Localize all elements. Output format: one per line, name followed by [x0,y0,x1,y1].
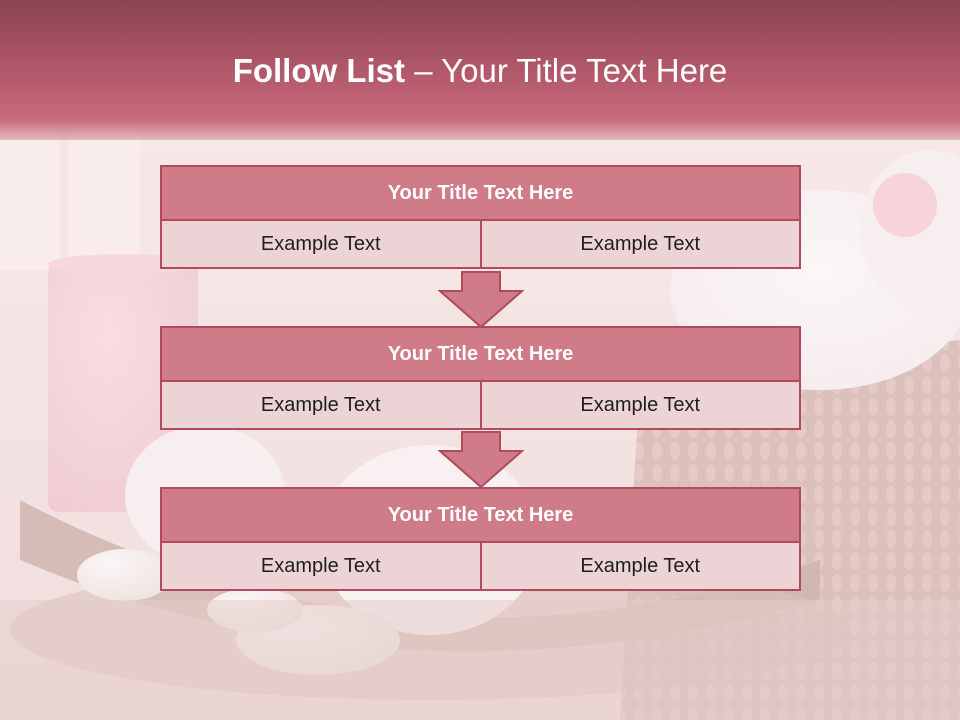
stage-cell-right: Example Text [479,219,801,269]
stage-title: Your Title Text Here [160,326,801,382]
stage-title: Your Title Text Here [160,165,801,221]
down-arrow-icon [438,271,524,329]
slide-title-separator: – [405,52,442,89]
slide-title-rest: Your Title Text Here [441,52,728,89]
stage-title: Your Title Text Here [160,487,801,543]
slide-title-bold: Follow List [232,52,406,89]
stage-cell-right: Example Text [479,541,801,591]
stage-cell-left: Example Text [160,380,482,430]
stage-row: Example Text Example Text [160,541,801,591]
stage-cell-left: Example Text [160,219,482,269]
header-band [0,0,960,140]
stage-cell-right: Example Text [479,380,801,430]
slide-title: Follow List – Your Title Text Here [0,52,960,90]
stage-row: Example Text Example Text [160,380,801,430]
stage-row: Example Text Example Text [160,219,801,269]
stage-box-2: Your Title Text Here Example Text Exampl… [160,326,801,430]
stage-box-1: Your Title Text Here Example Text Exampl… [160,165,801,269]
stage-box-3: Your Title Text Here Example Text Exampl… [160,487,801,591]
down-arrow-icon [438,431,524,489]
stage-cell-left: Example Text [160,541,482,591]
